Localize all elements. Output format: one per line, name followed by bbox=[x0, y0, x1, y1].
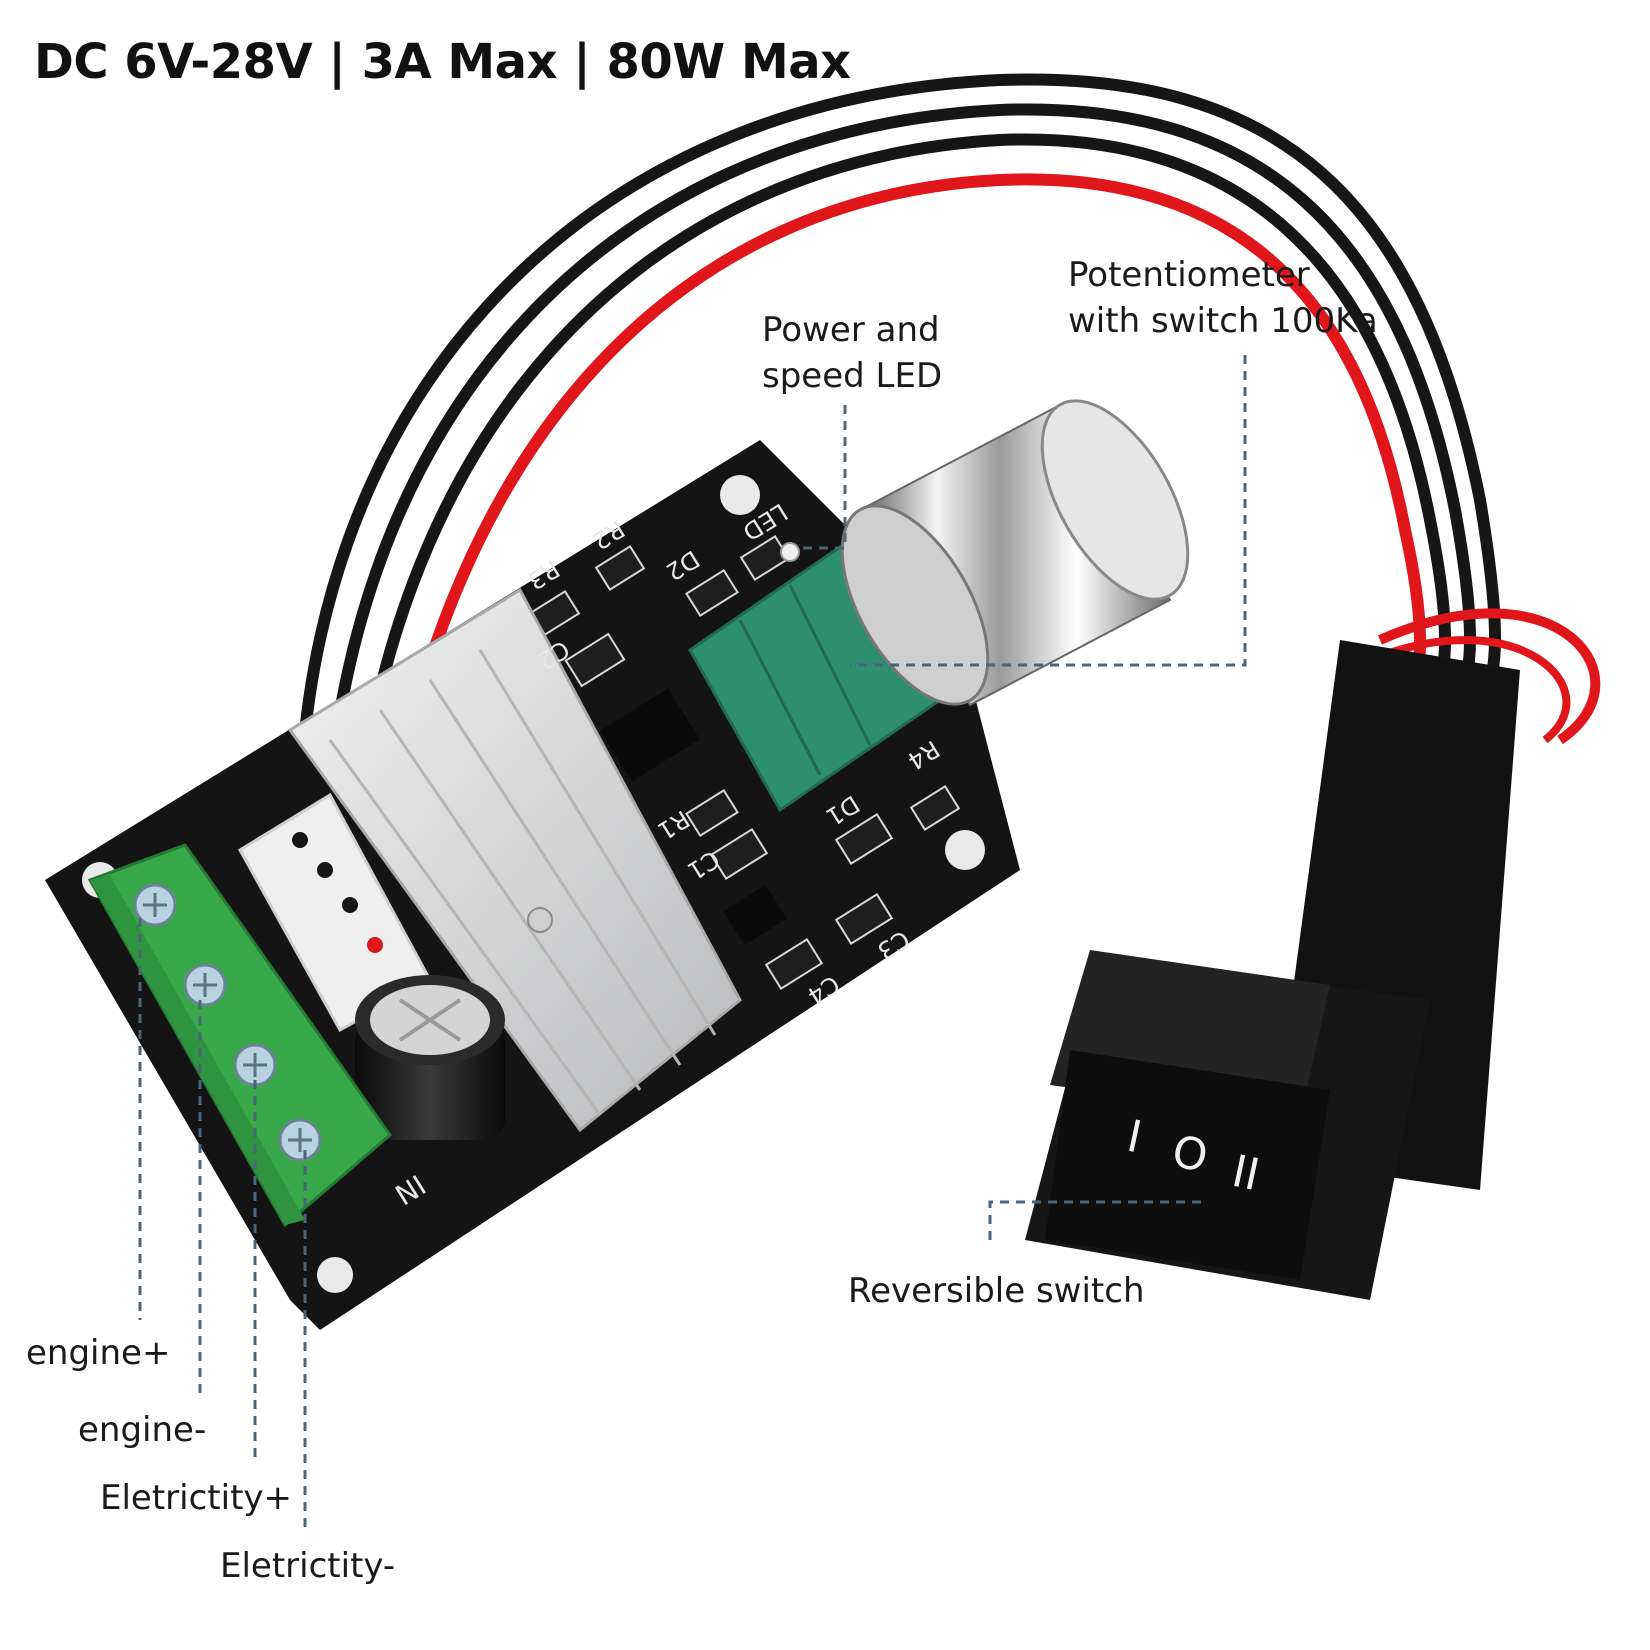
reversible-switch: I O II bbox=[1025, 640, 1520, 1300]
potentiometer-label: Potentiometer with switch 100Ka bbox=[1068, 252, 1378, 344]
smd-components bbox=[529, 534, 961, 990]
led-label-line2: speed LED bbox=[762, 356, 943, 396]
terminal-label-engine-minus: engine- bbox=[78, 1410, 207, 1450]
mounting-hole bbox=[720, 475, 760, 515]
mounting-hole bbox=[317, 1257, 353, 1293]
potentiometer-label-line2: with switch 100Ka bbox=[1068, 301, 1378, 341]
screw-icon bbox=[133, 883, 177, 927]
reversible-switch-label: Reversible switch bbox=[848, 1271, 1145, 1311]
heatsink bbox=[287, 587, 742, 1133]
leader-lines bbox=[138, 355, 1247, 1527]
terminal-label-engine-plus: engine+ bbox=[26, 1333, 171, 1373]
terminal-label-electricity-minus: Eletrictity- bbox=[220, 1546, 396, 1586]
terminal-block bbox=[87, 843, 393, 1228]
wire-harness bbox=[294, 73, 1601, 921]
capacitor-icon bbox=[355, 975, 505, 1140]
mounting-hole bbox=[945, 830, 985, 870]
power-led bbox=[780, 542, 800, 562]
ic-chip bbox=[600, 688, 787, 946]
screw-icon bbox=[233, 1043, 277, 1087]
potentiometer-label-line1: Potentiometer bbox=[1068, 255, 1310, 295]
knob-icon bbox=[840, 399, 1190, 707]
screw-icon bbox=[278, 1118, 322, 1162]
terminal-label-electricity-plus: Eletrictity+ bbox=[100, 1478, 293, 1518]
page-title: DC 6V-28V | 3A Max | 80W Max bbox=[34, 34, 851, 90]
led-label-line1: Power and bbox=[762, 310, 940, 350]
led-label: Power and speed LED bbox=[762, 307, 942, 399]
screw-icon bbox=[183, 963, 227, 1007]
